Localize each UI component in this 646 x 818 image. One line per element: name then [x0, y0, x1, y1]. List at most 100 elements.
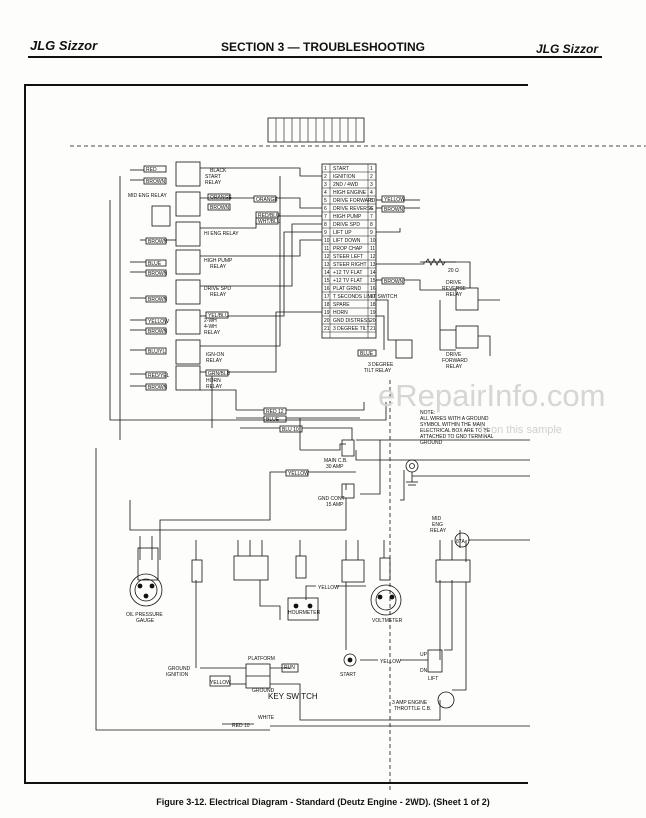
wire-tag-orange-2: ORANGE — [256, 197, 278, 203]
ign-on-relay-text-1: IGN-ON — [206, 352, 224, 358]
start-relay-text-1: START — [205, 174, 221, 180]
header-brand-left: JLG Sizzor — [30, 38, 98, 53]
terminal-number-left: 8 — [324, 222, 327, 228]
resistor-label: 20 Ω — [448, 268, 459, 274]
terminal-label: HIGH PUMP — [333, 214, 362, 220]
gnd-cont-text-2: 15 AMP — [326, 502, 344, 508]
terminal-number-right: 5 — [370, 198, 373, 204]
drive-spd-relay-text-1: DRIVE SPD — [204, 286, 231, 292]
terminal-number-right: 9 — [370, 230, 373, 236]
terminal-label: LIFT UP — [333, 230, 352, 236]
terminal-number-right: 12 — [370, 254, 376, 260]
wire-tag-grn-blu: GRN/BLU — [208, 371, 231, 377]
oil-pressure-text-1: OIL PRESSURE — [126, 612, 163, 618]
section-title: SECTION 3 — TROUBLESHOOTING — [220, 40, 425, 54]
start-relay-text-2: RELAY — [205, 180, 222, 186]
svg-text:SYMBOL WITHIN THE MAIN: SYMBOL WITHIN THE MAIN — [420, 422, 485, 428]
terminal-number-left: 17 — [324, 294, 330, 300]
high-pump-relay-text-2: RELAY — [210, 264, 227, 270]
wire-tag-red-blu: RED/BLU — [258, 213, 280, 219]
terminal-number-right: 21 — [370, 326, 376, 332]
oil-pressure-text-2: GAUGE — [136, 618, 155, 624]
terminal-number-right: 3 — [370, 182, 373, 188]
svg-text:GROUND: GROUND — [420, 440, 443, 446]
wire-tag-red: RED — [146, 167, 157, 173]
terminal-label: +12 TV FLAT — [333, 270, 362, 276]
terminal-number-right: 15 — [370, 278, 376, 284]
terminal-number-left: 20 — [324, 318, 330, 324]
terminal-number-left: 14 — [324, 270, 330, 276]
terminal-number-right: 20 — [370, 318, 376, 324]
terminal-label: SPARE — [333, 302, 350, 308]
terminal-number-right: 6 — [370, 206, 373, 212]
terminal-label: DRIVE SPD — [333, 222, 360, 228]
wire-tag-blue-2: BLUE — [266, 417, 280, 423]
terminal-label: HORN — [333, 310, 348, 316]
watermark-site: eRepairInfo.com — [378, 378, 606, 413]
ground-label: GROUND — [252, 688, 275, 694]
terminal-number-right: 19 — [370, 310, 376, 316]
terminal-number-right: 13 — [370, 262, 376, 268]
four-wd-relay-text-2: 4-WH — [204, 324, 217, 330]
high-pump-relay-text-1: HIGH PUMP — [204, 258, 233, 264]
terminal-label: PROP CHAP — [333, 246, 363, 252]
ground-ignition-text-1: GROUND — [168, 666, 191, 672]
wire-tag-orange: ORANGE — [210, 195, 232, 201]
ground-note: NOTE: ALL WIRES WITH A GROUND SYMBOL WIT… — [420, 410, 494, 446]
wire-tag-blue-3: BLUE — [360, 351, 374, 357]
header-rule — [28, 56, 602, 58]
ground-ignition-text-2: IGNITION — [166, 672, 189, 678]
terminal-number-left: 3 — [324, 182, 327, 188]
terminal-number-right: 7 — [370, 214, 373, 220]
terminal-number-left: 1 — [324, 166, 327, 172]
wire-tag-red-12: RED 12 — [266, 409, 284, 415]
wire-tag-run: RUN — [284, 665, 295, 671]
four-wd-relay-text-3: RELAY — [204, 330, 221, 336]
wire-tag-blue: BLUE — [148, 261, 162, 267]
drive-spd-relay-text-2: RELAY — [210, 292, 227, 298]
terminal-label: STEER RIGHT — [333, 262, 367, 268]
terminal-number-left: 18 — [324, 302, 330, 308]
terminal-label: GND DISTRESS — [333, 318, 371, 324]
terminal-number-left: 2 — [324, 174, 327, 180]
header-brand-right: JLG Sizzor — [535, 42, 598, 56]
terminal-label: T SECONDS LIMIT SWITCH — [333, 294, 398, 300]
svg-text:NOTE:: NOTE: — [420, 410, 435, 416]
wire-tag-brown-4: BROWN — [148, 271, 168, 277]
wire-tag-brown-5: BROWN — [148, 297, 168, 303]
terminal-label: 3 DEGREE TILT — [333, 326, 370, 332]
diagram-frame — [24, 84, 528, 784]
wire-tag-yellow-4: YELLOW — [318, 585, 339, 591]
terminal-number-left: 12 — [324, 254, 330, 260]
svg-text:ATTACHED TO GND TERMINAL: ATTACHED TO GND TERMINAL — [420, 434, 494, 440]
wire-tag-brown-8: BROWN — [384, 207, 404, 213]
hi-eng-relay-label: HI ENG RELAY — [204, 231, 239, 237]
lift-switch-label: LIFT — [428, 676, 438, 682]
start-switch-label: START — [340, 672, 356, 678]
platform-label: PLATFORM — [248, 656, 275, 662]
drive-forward-text-1: DRIVE — [446, 352, 462, 358]
terminal-label: LIFT DOWN — [333, 238, 361, 244]
wire-tag-wht-blu: WHT/BLU — [258, 219, 281, 225]
terminal-number-left: 19 — [324, 310, 330, 316]
87a-label: 87A — [456, 539, 466, 545]
drive-reverse-text-3: RELAY — [446, 292, 463, 298]
throttle-text-2: THROTTLE C.B. — [394, 706, 432, 712]
terminal-number-left: 4 — [324, 190, 327, 196]
terminal-label: DRIVE FORWARD — [333, 198, 376, 204]
terminal-number-right: 1 — [370, 166, 373, 172]
terminal-label: STEER LEFT — [333, 254, 363, 260]
terminal-label: IGNITION — [333, 174, 356, 180]
tilt-relay-text-1: 3 DEGREE — [368, 362, 394, 368]
lift-up-label: UP — [420, 652, 428, 658]
wire-tag-blu-10: BLU 10 — [282, 427, 299, 433]
wire-tag-brown-2: BROWN — [210, 205, 230, 211]
terminal-label: PLAT GRND — [333, 286, 362, 292]
four-wd-relay-text-1: 2-WH — [204, 318, 217, 324]
terminal-label: HIGH ENGINE — [333, 190, 367, 196]
mid-eng-relay-text-2: ENG — [432, 522, 443, 528]
wire-tag-brown-3: BROWN — [148, 239, 168, 245]
wire-tag-blu-yl: BLU/YL — [148, 349, 165, 355]
